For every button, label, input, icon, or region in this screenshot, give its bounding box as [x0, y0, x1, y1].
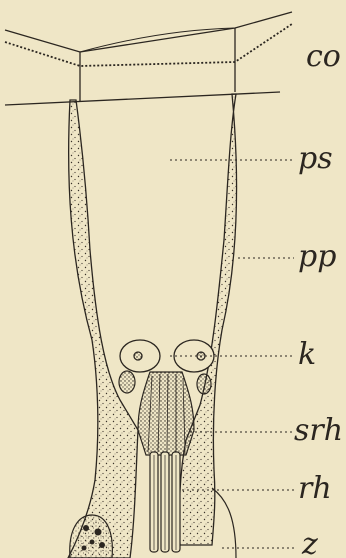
rhabdom [150, 452, 180, 552]
pigment-cell-left [68, 100, 138, 558]
label-rh: rh [298, 471, 332, 506]
label-srh: srh [294, 413, 343, 448]
label-k: k [298, 337, 316, 372]
cornea [5, 12, 292, 105]
subrhabdom [138, 372, 194, 455]
nucleus-left [119, 371, 135, 393]
nucleus-right [197, 374, 211, 394]
label-ps: ps [298, 141, 333, 176]
pigment-cell-right [179, 94, 236, 545]
label-pp: pp [298, 239, 336, 274]
label-z: z [301, 527, 318, 558]
cone-cells [120, 340, 214, 372]
label-co: co [306, 39, 341, 74]
